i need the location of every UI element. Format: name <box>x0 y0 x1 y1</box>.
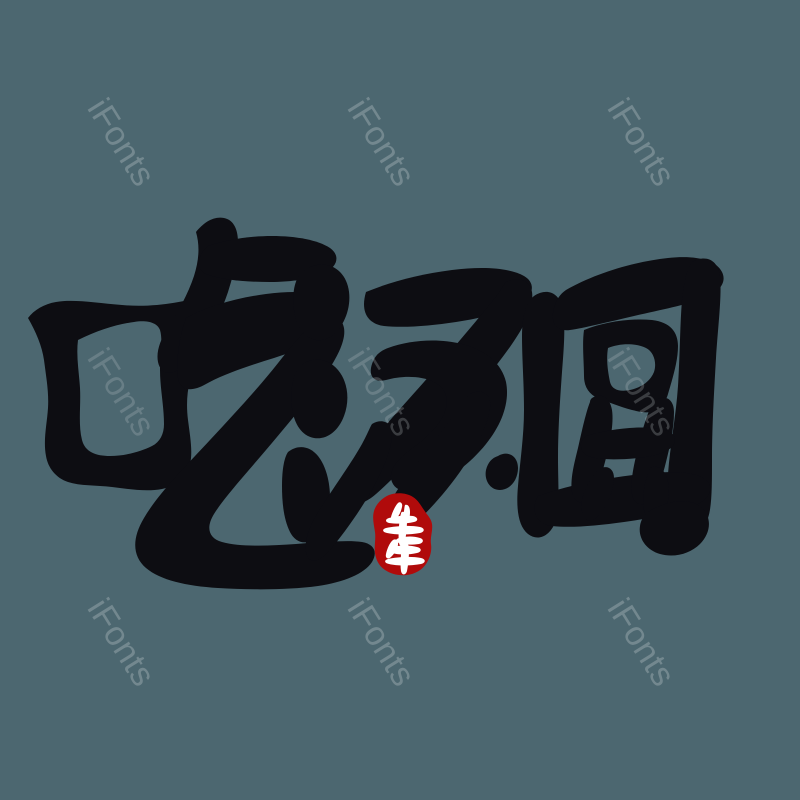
seal-svg <box>373 493 433 576</box>
glyph-yuan <box>517 257 724 556</box>
year-of-the-ox-seal <box>369 492 435 576</box>
seal-char-nian <box>385 536 425 575</box>
seal-char-niu <box>383 502 424 547</box>
ink-strokes <box>28 217 724 590</box>
